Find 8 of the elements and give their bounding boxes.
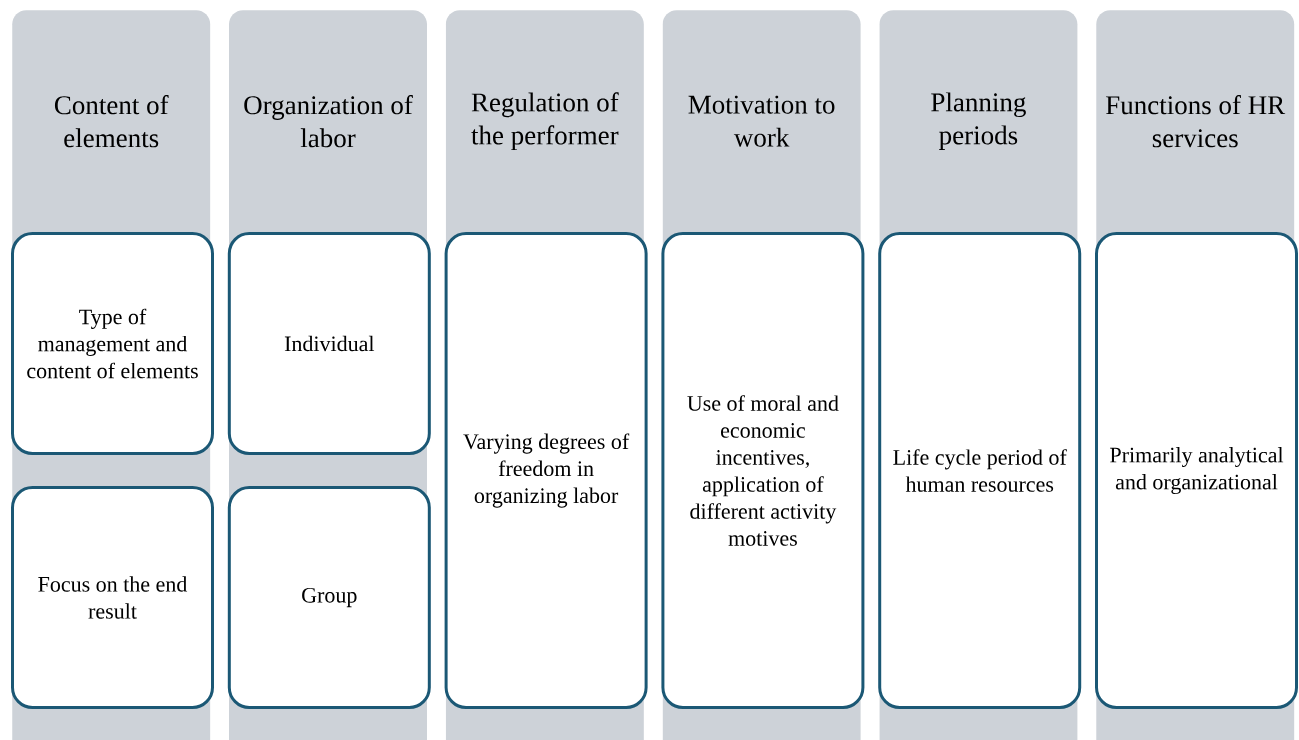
- text-box: Life cycle period of human resources: [878, 232, 1082, 709]
- text-box: Individual: [227, 232, 431, 455]
- text-box: Varying degrees of freedom in organizing labor: [444, 232, 648, 709]
- text-box: Primarily analytical and organizational: [1095, 232, 1298, 709]
- text-box: Use of moral and economic incentives, application of different activity motives: [661, 232, 865, 709]
- text-box: Group: [227, 486, 431, 709]
- text-box: Type of management and content of elements: [11, 232, 214, 455]
- text-box: Focus on the end result: [11, 486, 214, 709]
